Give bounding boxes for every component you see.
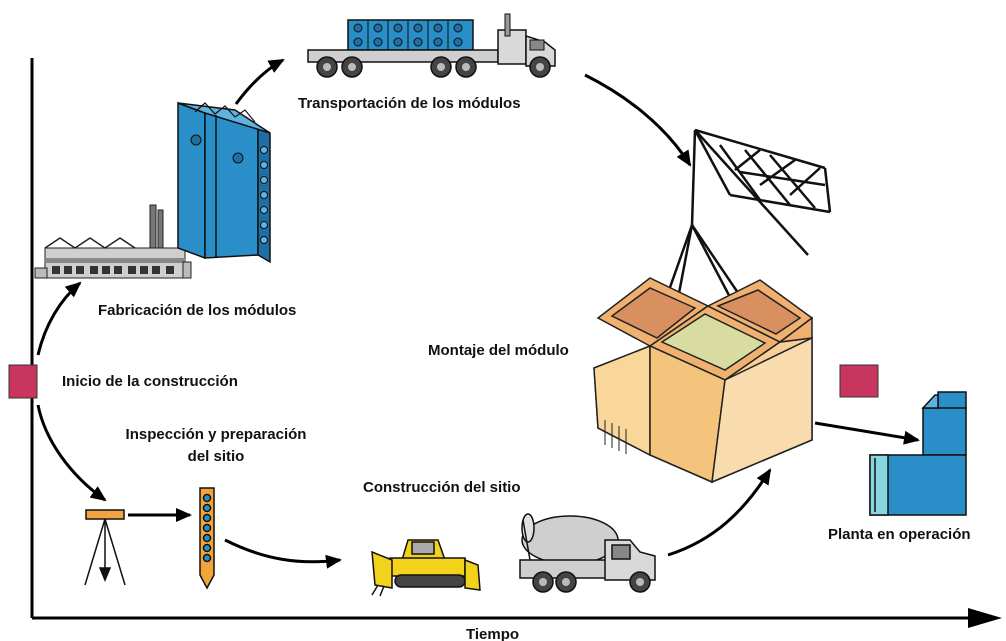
arrow-building-to-plant: [814, 421, 920, 445]
label-start: Inicio de la construcción: [62, 373, 238, 390]
surveyor-tripod-icon: [84, 509, 126, 586]
bulldozer-icon: [371, 539, 481, 597]
arrow-transport-to-crane: [584, 73, 692, 167]
label-plant: Planta en operación: [828, 526, 971, 543]
module-panel-icon: [177, 101, 271, 264]
start-marker: [8, 364, 38, 399]
plant-marker: [839, 364, 879, 398]
factory-icon: [34, 204, 192, 279]
arrow-mixer-to-building: [667, 468, 772, 557]
time-axis-arrowhead: [968, 608, 1002, 628]
building-module-icon: [593, 277, 814, 484]
truck-icon: [307, 13, 556, 78]
label-inspection: Inspección y preparación del sitio: [96, 426, 336, 466]
label-site-construction: Construcción del sitio: [363, 479, 521, 496]
plant-icon: [869, 391, 967, 516]
arrow-fabrication-to-transport: [234, 58, 285, 105]
label-assembly: Montaje del módulo: [428, 342, 569, 359]
survey-stake-icon: [199, 487, 215, 590]
label-fabrication: Fabricación de los módulos: [98, 302, 297, 319]
label-time-axis: Tiempo: [466, 626, 520, 641]
label-inspection-line2: del sitio: [187, 448, 245, 465]
arrow-start-to-fabrication: [36, 281, 82, 356]
axes: [30, 58, 1002, 628]
label-inspection-line1: Inspección y preparación: [125, 426, 307, 443]
label-transport: Transportación de los módulos: [298, 95, 521, 112]
process-arrows: [36, 58, 920, 569]
cement-mixer-icon: [519, 513, 656, 593]
arrow-start-to-inspection: [36, 404, 107, 502]
arrow-stake-to-bulldozer: [224, 538, 342, 569]
